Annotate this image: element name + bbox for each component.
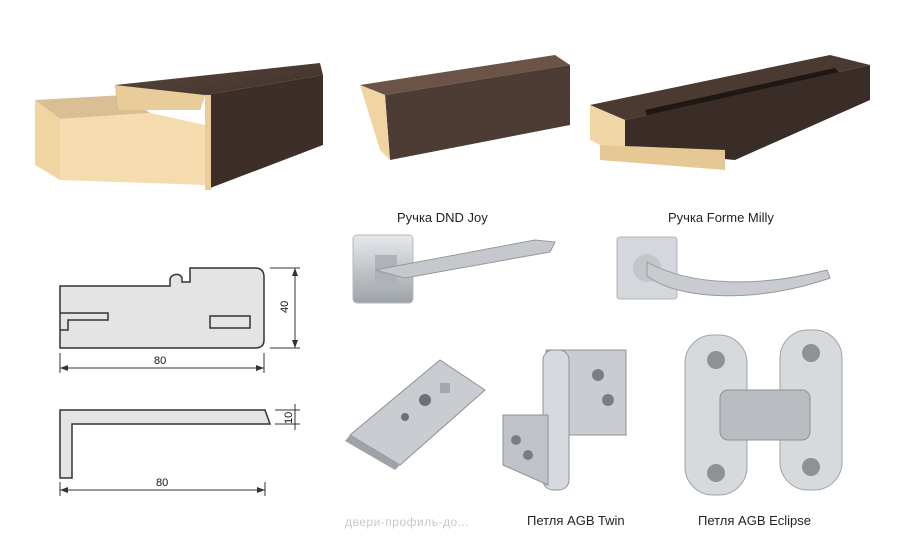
trim-profile-drawing: 80 10 bbox=[59, 404, 300, 496]
handle-dnd-joy-caption: Ручка DND Joy bbox=[397, 210, 488, 225]
hinge-agb-eclipse-image bbox=[684, 329, 843, 496]
handle-dnd-joy-image bbox=[352, 234, 556, 304]
handle-forme-milly-image bbox=[616, 236, 831, 300]
handle-forme-milly-caption: Ручка Forme Milly bbox=[668, 210, 774, 225]
hinge-agb-twin-caption: Петля AGB Twin bbox=[527, 513, 625, 528]
door-trim-image bbox=[360, 55, 570, 160]
frame-profile-drawing: 80 40 bbox=[59, 267, 300, 373]
door-frame-seal-image bbox=[590, 55, 870, 170]
magnetic-lock-image bbox=[345, 359, 486, 470]
trim-height-label: 10 bbox=[283, 412, 295, 424]
hinge-agb-eclipse-caption: Петля AGB Eclipse bbox=[698, 513, 812, 528]
trim-width-label: 80 bbox=[156, 477, 168, 489]
site-watermark: двери-профиль-до... bbox=[345, 515, 470, 529]
profile-width-label: 80 bbox=[154, 355, 166, 367]
door-frame-profile-image bbox=[35, 63, 323, 190]
hinge-agb-twin-image bbox=[502, 349, 627, 491]
profile-height-label: 40 bbox=[279, 301, 291, 313]
